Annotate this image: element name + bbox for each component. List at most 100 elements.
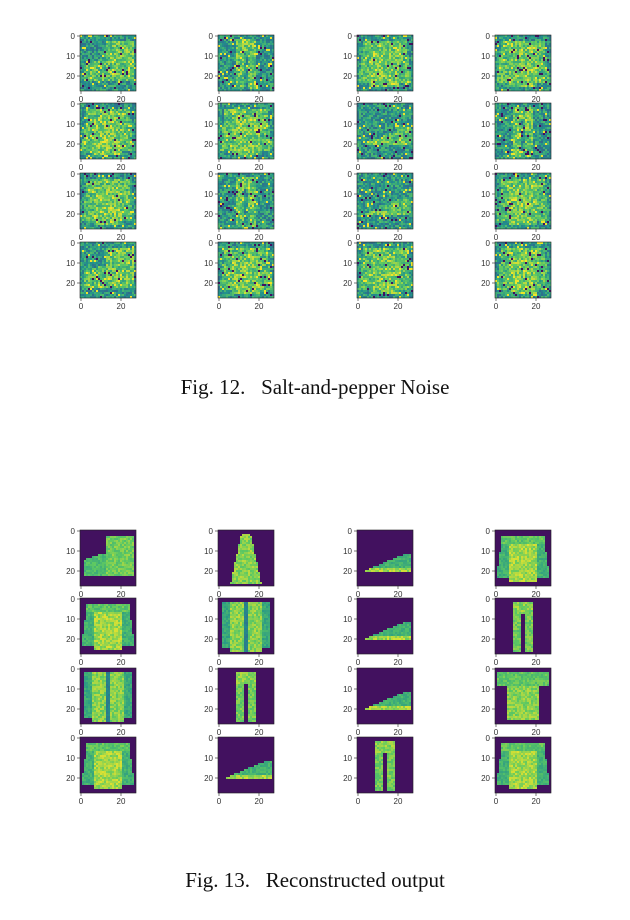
panel-pixels (80, 173, 137, 230)
x-tick-label: 0 (79, 95, 84, 104)
panel-pixels (357, 598, 414, 655)
y-tick-label: 0 (71, 527, 76, 536)
y-tick-label: 10 (66, 259, 75, 268)
x-tick-label: 20 (255, 590, 264, 599)
y-tick-label: 20 (343, 567, 352, 576)
x-tick-label: 0 (79, 658, 84, 667)
panel-frame (356, 34, 414, 92)
panel-frame (494, 172, 552, 230)
y-tick-label: 20 (66, 567, 75, 576)
x-tick-label: 20 (532, 95, 541, 104)
panel-pixels (495, 103, 552, 160)
y-tick-label: 0 (348, 734, 353, 743)
y-tick-label: 0 (486, 734, 491, 743)
y-tick-label: 10 (343, 120, 352, 129)
y-tick-label: 0 (486, 170, 491, 179)
panel-pixels (495, 737, 552, 794)
panel-frame (79, 241, 137, 299)
y-tick-label: 0 (71, 734, 76, 743)
y-tick-label: 0 (348, 595, 353, 604)
x-tick-label: 0 (494, 233, 499, 242)
y-tick-label: 0 (486, 239, 491, 248)
y-tick-label: 10 (481, 615, 490, 624)
figure-13-caption: Fig. 13. Reconstructed output (0, 868, 630, 893)
y-tick-label: 10 (481, 754, 490, 763)
y-tick-label: 20 (204, 140, 213, 149)
y-tick-label: 20 (343, 210, 352, 219)
y-tick-label: 0 (71, 32, 76, 41)
y-tick-label: 10 (66, 190, 75, 199)
panel-pixels (80, 737, 137, 794)
x-tick-label: 0 (494, 590, 499, 599)
panel-pixels (80, 103, 137, 160)
panel-frame (494, 736, 552, 794)
panel-pixels (495, 598, 552, 655)
y-tick-label: 10 (481, 547, 490, 556)
x-tick-label: 0 (356, 95, 361, 104)
panel-frame (79, 172, 137, 230)
x-tick-label: 20 (532, 163, 541, 172)
x-tick-label: 0 (217, 797, 222, 806)
panel-frame (494, 597, 552, 655)
y-tick-label: 20 (66, 210, 75, 219)
y-tick-label: 10 (343, 190, 352, 199)
panel-pixels (357, 35, 414, 92)
panel-frame (494, 102, 552, 160)
y-tick-label: 0 (209, 170, 214, 179)
y-tick-label: 20 (481, 279, 490, 288)
panel-frame (79, 529, 137, 587)
y-tick-label: 10 (66, 615, 75, 624)
x-tick-label: 20 (394, 658, 403, 667)
x-tick-label: 0 (79, 797, 84, 806)
panel-pixels (218, 737, 275, 794)
y-tick-label: 0 (348, 170, 353, 179)
panel-frame (217, 34, 275, 92)
x-tick-label: 20 (255, 797, 264, 806)
x-tick-label: 0 (79, 233, 84, 242)
x-tick-label: 20 (255, 728, 264, 737)
x-tick-label: 0 (356, 233, 361, 242)
x-tick-label: 0 (217, 728, 222, 737)
panel-pixels (218, 242, 275, 299)
panel-frame (217, 667, 275, 725)
panel-frame (494, 667, 552, 725)
y-tick-label: 0 (348, 665, 353, 674)
x-tick-label: 0 (217, 233, 222, 242)
panel-pixels (80, 242, 137, 299)
y-tick-label: 20 (204, 774, 213, 783)
y-tick-label: 20 (481, 635, 490, 644)
x-tick-label: 20 (255, 95, 264, 104)
x-tick-label: 0 (356, 590, 361, 599)
